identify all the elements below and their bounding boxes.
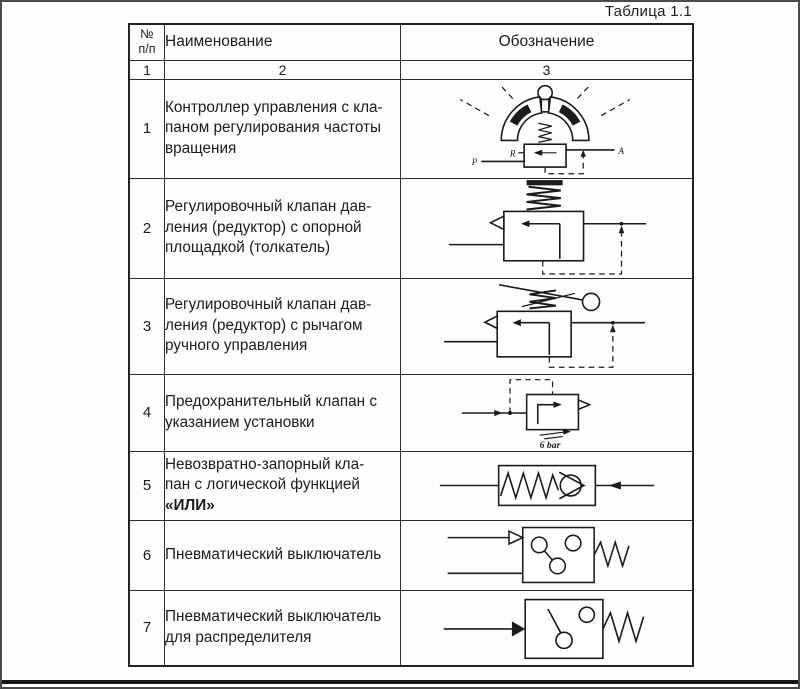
page-bottom-rule [2, 680, 798, 684]
port-label-a: A [617, 145, 624, 155]
row-name: Регулировочный клапан дав- ления (редукт… [164, 177, 401, 279]
header-cell-name: Наименование [164, 23, 401, 61]
table-caption: Таблица 1.1 [604, 3, 692, 20]
name-line: Пневматический выключатель [165, 608, 382, 626]
row-name: Пневматический выключатель [164, 519, 401, 591]
name-line: указанием установки [165, 413, 315, 431]
table-row: 3 Регулировочный клапан дав- ления (реду… [128, 277, 694, 375]
row-name: Регулировочный клапан дав- ления (редукт… [164, 277, 401, 375]
name-line: ления (редуктор) с опорной [165, 218, 362, 236]
symbols-table: № п/п Наименование Обозначение 1 2 3 1 К… [128, 23, 694, 667]
non-return-valve-or-function-symbol [439, 464, 654, 507]
header-cell-number: № п/п [128, 23, 165, 61]
row-symbol-cell [400, 450, 694, 521]
name-line: пан с логической функцией [165, 476, 360, 494]
name-line: ления (редуктор) с рычагом [165, 316, 363, 334]
row-name: Пневматический выключатель для распредел… [164, 589, 401, 667]
name-line: Контроллер управления с кла- [165, 98, 383, 116]
table-row: 2 Регулировочный клапан дав- ления (реду… [128, 177, 694, 279]
row-number: 1 [128, 78, 165, 179]
safety-valve-with-setting-symbol: 6 bar [461, 378, 592, 450]
col-number-3: 3 [400, 59, 694, 80]
name-line: вращения [165, 139, 237, 157]
row-symbol-cell: 6 bar [400, 373, 694, 452]
table-row: 5 Невозвратно-запорный кла- пан с логиче… [128, 450, 694, 521]
row-symbol-cell [400, 519, 694, 591]
name-line: для распределителя [165, 628, 312, 646]
pressure-reducing-valve-hand-lever-symbol [444, 283, 646, 368]
pneumatic-switch-distributor-symbol [443, 598, 644, 659]
name-line: Невозвратно-запорный кла- [165, 455, 365, 473]
port-label-p: P [470, 157, 477, 167]
col-number-1: 1 [128, 59, 165, 80]
table-row: 7 Пневматический выключатель для распред… [128, 589, 694, 667]
setting-label: 6 bar [539, 440, 560, 450]
table-row: 4 Предохранительный клапан с указанием у… [128, 373, 694, 452]
header-cell-designation: Обозначение [400, 23, 694, 61]
col-number-2: 2 [164, 59, 401, 80]
row-name: Предохранительный клапан с указанием уст… [164, 373, 401, 452]
name-line: Регулировочный клапан дав- [165, 296, 372, 314]
row-number: 5 [128, 450, 165, 521]
row-number: 3 [128, 277, 165, 375]
row-number: 6 [128, 519, 165, 591]
row-symbol-cell [400, 277, 694, 375]
name-line: площадкой (толкатель) [165, 239, 331, 257]
header-number-bottom: п/п [138, 42, 156, 57]
row-symbol-cell: R A P [400, 78, 694, 179]
table-header-row: № п/п Наименование Обозначение [128, 23, 694, 61]
row-symbol-cell [400, 589, 694, 667]
table-row: 6 Пневматический выключатель [128, 519, 694, 591]
name-line: Пневматический выключатель [165, 545, 382, 563]
row-name: Невозвратно-запорный кла- пан с логическ… [164, 450, 401, 521]
pneumatic-switch-symbol [447, 526, 630, 584]
row-name: Контроллер управления с кла- паном регул… [164, 78, 401, 179]
name-line: Предохранительный клапан с [165, 393, 378, 411]
port-label-r: R [508, 148, 515, 158]
row-number: 7 [128, 589, 165, 667]
name-line: паном регулирования частоты [165, 119, 382, 137]
row-number: 2 [128, 177, 165, 279]
name-line: Регулировочный клапан дав- [165, 198, 372, 216]
pressure-reducing-valve-pushpad-symbol [448, 179, 646, 275]
header-number-top: № [140, 27, 154, 42]
name-line: «ИЛИ» [165, 496, 215, 514]
row-number: 4 [128, 373, 165, 452]
rotation-speed-controller-valve-symbol: R A P [459, 83, 630, 174]
row-symbol-cell [400, 177, 694, 279]
name-line: ручного управления [165, 337, 308, 355]
column-numbers-row: 1 2 3 [128, 59, 694, 80]
table-row: 1 Контроллер управления с кла- паном рег… [128, 78, 694, 179]
